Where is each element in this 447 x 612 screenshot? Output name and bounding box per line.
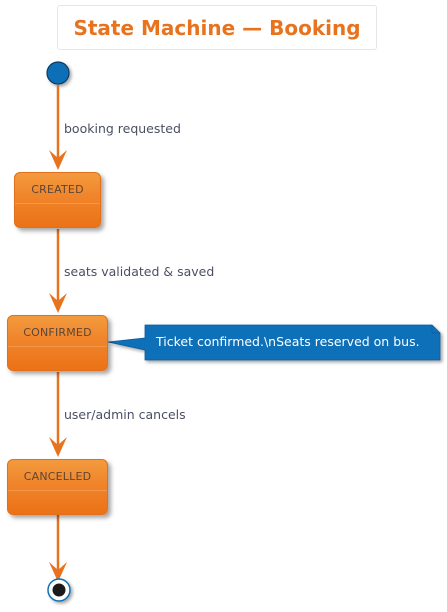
note-shape (107, 324, 441, 361)
diagram-title: State Machine — Booking (73, 15, 361, 40)
state-created-label: CREATED (31, 183, 84, 196)
transition-confirmed-cancelled (49, 372, 67, 457)
note-text: Ticket confirmed.\nSeats reserved on bus… (156, 334, 420, 349)
transition-cancelled-end (49, 515, 67, 582)
state-created: CREATED (14, 172, 101, 228)
transition-start-created (49, 85, 67, 170)
transition-label-booking-requested: booking requested (64, 121, 181, 136)
diagram-title-box: State Machine — Booking (57, 5, 377, 50)
transition-label-seats-validated: seats validated & saved (64, 264, 215, 279)
state-confirmed: CONFIRMED (7, 315, 108, 371)
state-confirmed-label: CONFIRMED (23, 326, 92, 339)
end-node (47, 578, 71, 602)
transition-created-confirmed (49, 229, 67, 313)
state-cancelled-label: CANCELLED (23, 470, 92, 483)
state-cancelled: CANCELLED (7, 459, 108, 515)
start-node (46, 61, 70, 85)
transition-label-user-admin-cancels: user/admin cancels (64, 407, 186, 422)
